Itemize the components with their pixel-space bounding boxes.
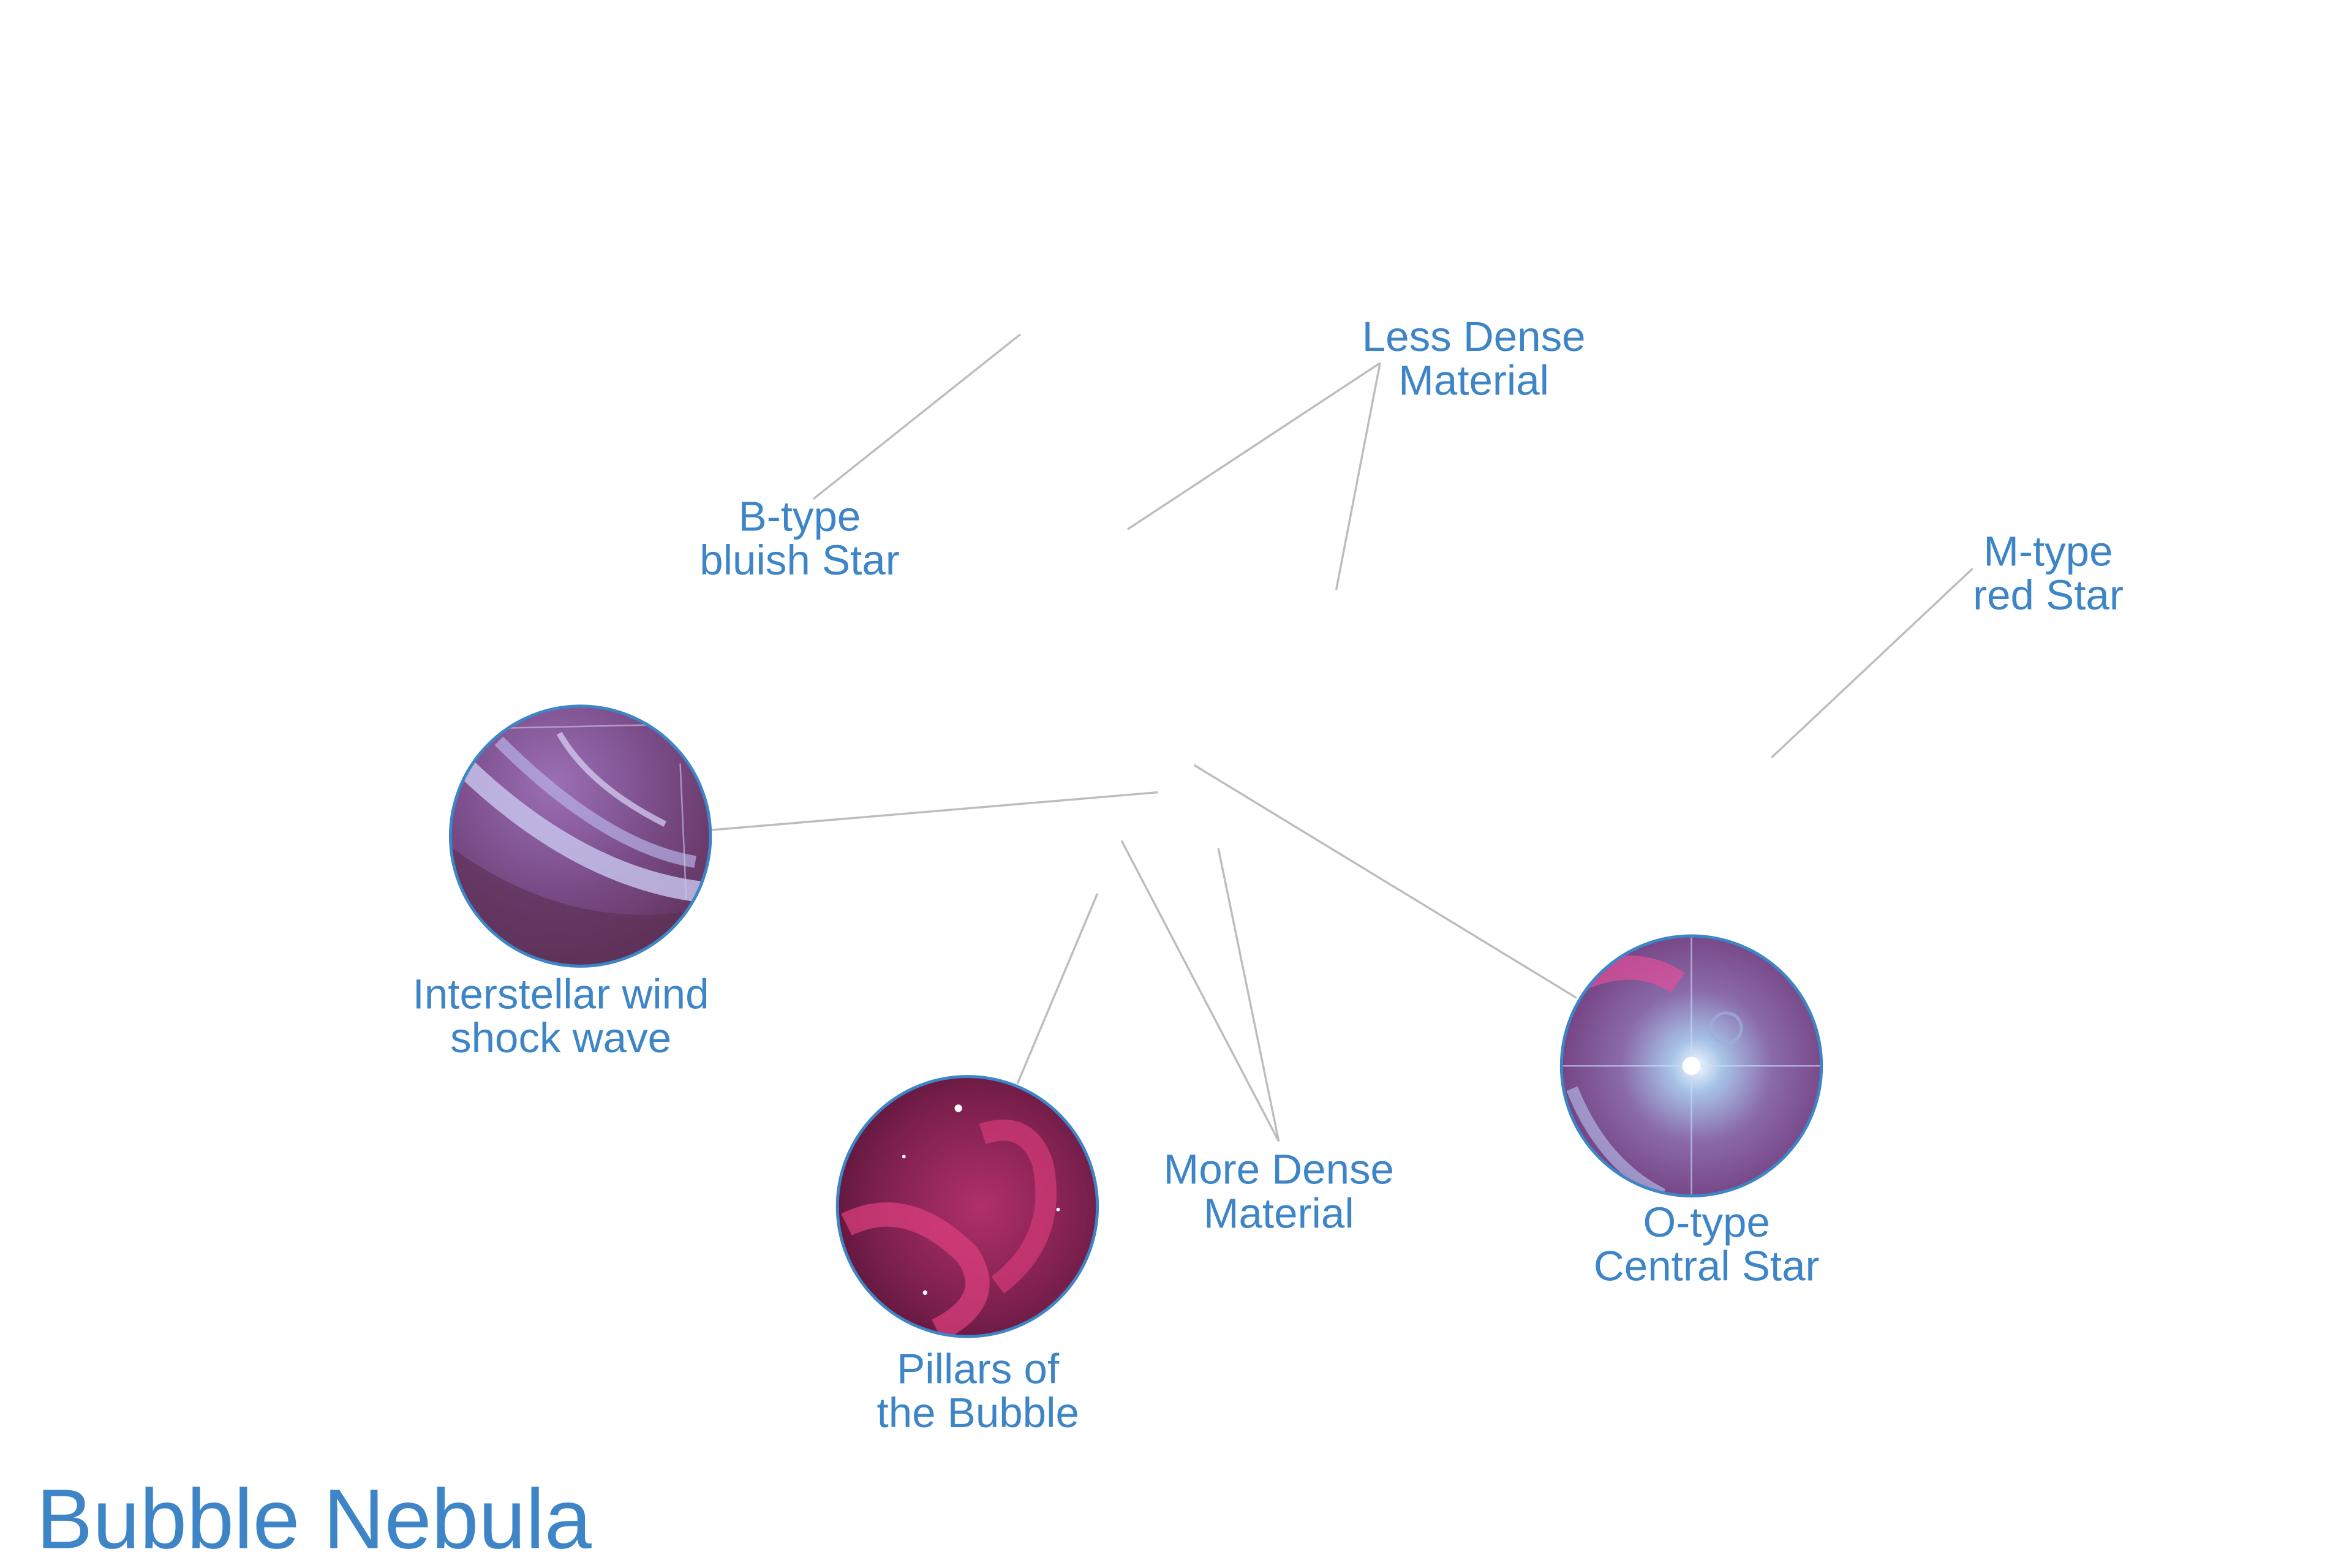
label-line-2: Central Star <box>1594 1242 1820 1290</box>
label-b-type-star: B-type bluish Star <box>699 492 899 584</box>
interstellar-wind-image <box>448 704 712 968</box>
label-pillars: Pillars of the Bubble <box>877 1345 1079 1437</box>
label-interstellar-wind: Interstellar wind shock wave <box>413 970 709 1061</box>
label-line-2: Material <box>1398 356 1549 404</box>
leader-line-m-type <box>1771 568 1973 759</box>
label-line-2: Material <box>1204 1189 1354 1237</box>
leader-line-more-dense-2 <box>1217 848 1280 1142</box>
leader-line-less-dense-2 <box>1335 363 1381 590</box>
pillars-image <box>835 1075 1099 1338</box>
label-m-type-star: M-type red Star <box>1973 527 2124 619</box>
label-o-type-star: O-type Central Star <box>1594 1198 1820 1290</box>
label-line-2: bluish Star <box>699 536 899 584</box>
leader-line-o-type <box>1193 764 1577 999</box>
label-line-2: the Bubble <box>877 1389 1079 1436</box>
label-line-1: O-type <box>1643 1198 1770 1246</box>
label-line-1: Interstellar wind <box>413 970 709 1017</box>
label-line-1: B-type <box>739 492 861 540</box>
leader-line-interstellar <box>710 791 1158 831</box>
label-line-1: Less Dense <box>1362 312 1586 360</box>
diagram-title: Bubble Nebula <box>36 1472 592 1567</box>
o-type-star-image <box>1559 934 1823 1197</box>
label-line-1: More Dense <box>1164 1145 1394 1193</box>
leader-line-less-dense-1 <box>1127 362 1381 530</box>
label-line-1: Pillars of <box>897 1345 1060 1393</box>
label-line-2: red Star <box>1973 571 2124 619</box>
label-line-1: M-type <box>1983 527 2113 575</box>
label-more-dense-material: More Dense Material <box>1164 1145 1394 1237</box>
label-less-dense-material: Less Dense Material <box>1362 312 1586 404</box>
leader-line-pillars <box>1016 893 1099 1085</box>
leader-line-more-dense-1 <box>1120 840 1280 1142</box>
leader-line-b-type <box>812 333 1021 500</box>
leader-lines <box>710 333 1973 1142</box>
label-line-2: shock wave <box>450 1014 671 1061</box>
